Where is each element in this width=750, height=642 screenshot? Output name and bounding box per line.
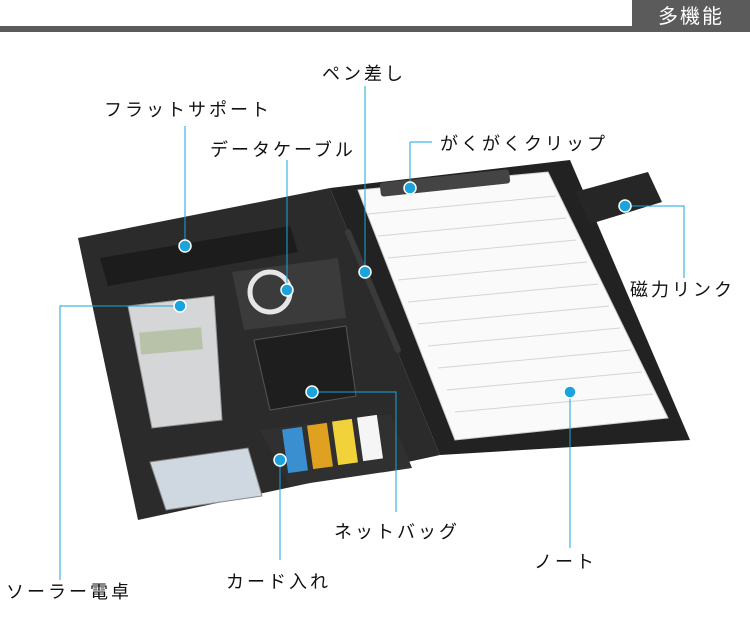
label-card-slot: カード入れ [226,572,331,593]
callout-dots [173,181,632,467]
header-tab: 多機能 [632,0,750,32]
card-4 [357,414,383,462]
flat-support-strip [100,226,298,286]
net-bag [253,325,357,411]
magnetic-tab [575,172,662,224]
card-3 [332,418,358,466]
callout-lines [59,86,685,580]
card-2 [307,422,333,470]
notepad-lines [367,195,654,413]
label-solar-calculator: ソーラー電卓 [6,582,132,603]
calculator-display [139,327,203,355]
label-pen-holder: ペン差し [322,64,406,85]
card-1 [282,426,308,474]
pen [345,229,401,353]
id-card-window [149,447,263,511]
label-magnetic-link: 磁力リンク [630,280,735,301]
label-clip: がくがくクリップ [440,134,608,155]
label-data-cable: データケーブル [210,140,356,161]
label-flat-support: フラットサポート [104,100,272,121]
header-bar [0,26,750,32]
label-notebook: ノート [534,552,597,573]
label-net-bag: ネットバッグ [334,522,460,543]
